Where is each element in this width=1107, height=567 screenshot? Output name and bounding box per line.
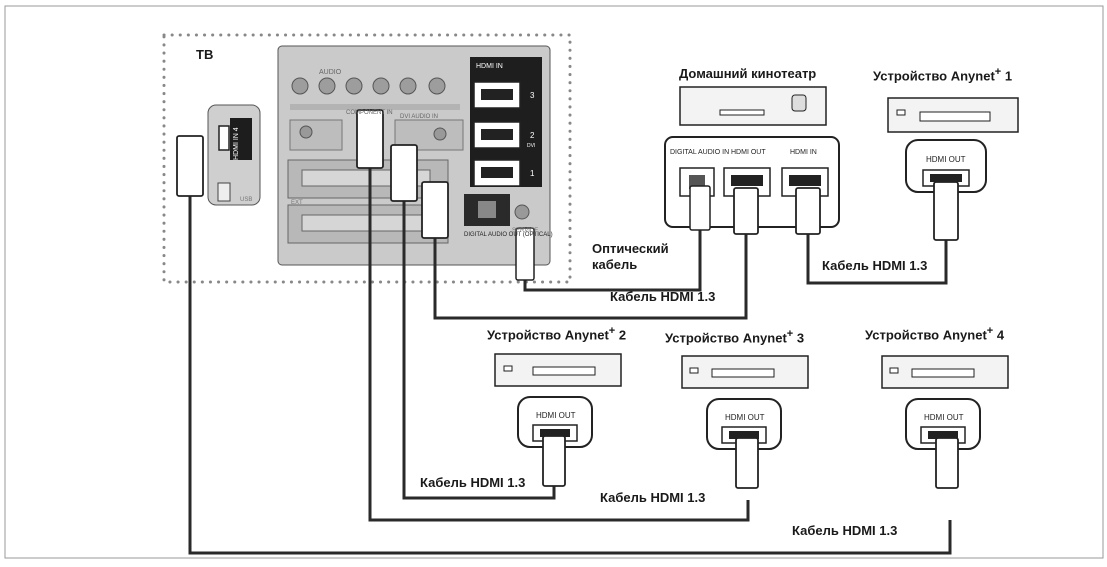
svg-text:HDMI IN 4: HDMI IN 4	[233, 127, 240, 160]
svg-text:AUDIO: AUDIO	[319, 69, 342, 76]
plug-port-2	[390, 144, 418, 202]
usb-port	[217, 182, 231, 202]
tv-label: ТВ	[196, 47, 214, 62]
svg-text:HDMI IN: HDMI IN	[790, 149, 817, 156]
cable-label-home-theater: Кабель HDMI 1.3	[610, 289, 716, 304]
anynet-device-1	[887, 97, 1019, 193]
svg-text:2: 2	[530, 131, 535, 140]
svg-text:USB: USB	[240, 197, 252, 203]
device-2-label: Устройство Anynet+ 2	[487, 325, 627, 343]
home-theater-label: Домашний кинотеатр	[679, 66, 817, 81]
plug-ht-hdmi-in	[795, 187, 821, 235]
svg-text:DIGITAL AUDIO IN: DIGITAL AUDIO IN	[670, 149, 729, 156]
hdmi-in-caption: HDMI IN	[476, 63, 503, 70]
svg-text:HDMI OUT: HDMI OUT	[725, 413, 765, 422]
anynet-device-3	[681, 355, 809, 450]
cable-label-device-1: Кабель HDMI 1.3	[822, 258, 928, 273]
cable-label-device-4: Кабель HDMI 1.3	[792, 523, 898, 538]
cable-device-1	[806, 232, 948, 285]
svg-text:DVI AUDIO IN: DVI AUDIO IN	[400, 114, 438, 120]
plug-device-3	[735, 437, 759, 489]
svg-text:SERVICE: SERVICE	[512, 228, 538, 234]
optical-plugs	[515, 185, 711, 281]
svg-text:DVI: DVI	[527, 143, 535, 149]
cable-optical	[523, 228, 702, 292]
anynet-device-4	[881, 355, 1009, 450]
cable-label-device-3: Кабель HDMI 1.3	[600, 490, 706, 505]
plug-port-3	[356, 109, 384, 169]
svg-text:HDMI OUT: HDMI OUT	[536, 411, 576, 420]
tv-boundary	[162, 33, 572, 284]
svg-text:HDMI OUT: HDMI OUT	[924, 413, 964, 422]
cable-home-theater	[433, 232, 748, 320]
svg-text:EXT: EXT	[291, 200, 303, 206]
hdmi-in-4-port	[230, 118, 252, 160]
cable-device-2	[402, 195, 556, 500]
cables	[188, 160, 952, 555]
cable-device-4	[188, 195, 952, 555]
cable-label-device-2: Кабель HDMI 1.3	[420, 475, 526, 490]
plug-side	[176, 135, 204, 197]
svg-text:HDMI OUT: HDMI OUT	[926, 155, 966, 164]
plug-device-1	[933, 181, 959, 241]
tv-side-panel	[207, 104, 261, 206]
plug-device-2	[542, 435, 566, 487]
device-3-label: Устройство Anynet+ 3	[665, 328, 805, 346]
plug-ht-hdmi-out	[733, 187, 759, 235]
plug-port-1	[421, 181, 449, 239]
cable-device-3	[368, 160, 750, 522]
plug-device-4	[935, 437, 959, 489]
device-4-label: Устройство Anynet+ 4	[865, 325, 1005, 343]
plugs	[176, 109, 959, 489]
svg-text:3: 3	[530, 91, 535, 100]
optical-cable-label: Оптический кабель	[592, 241, 669, 272]
device-1-label: Устройство Anynet+ 1	[873, 66, 1013, 84]
svg-text:1: 1	[530, 169, 535, 178]
outer-frame	[4, 5, 1104, 559]
svg-text:HDMI OUT: HDMI OUT	[731, 149, 766, 156]
svg-text:COMPONENT IN: COMPONENT IN	[346, 110, 393, 116]
anynet-device-2	[494, 353, 622, 448]
svg-text:DIGITAL AUDIO OUT (OPTICAL): DIGITAL AUDIO OUT (OPTICAL)	[464, 232, 553, 238]
